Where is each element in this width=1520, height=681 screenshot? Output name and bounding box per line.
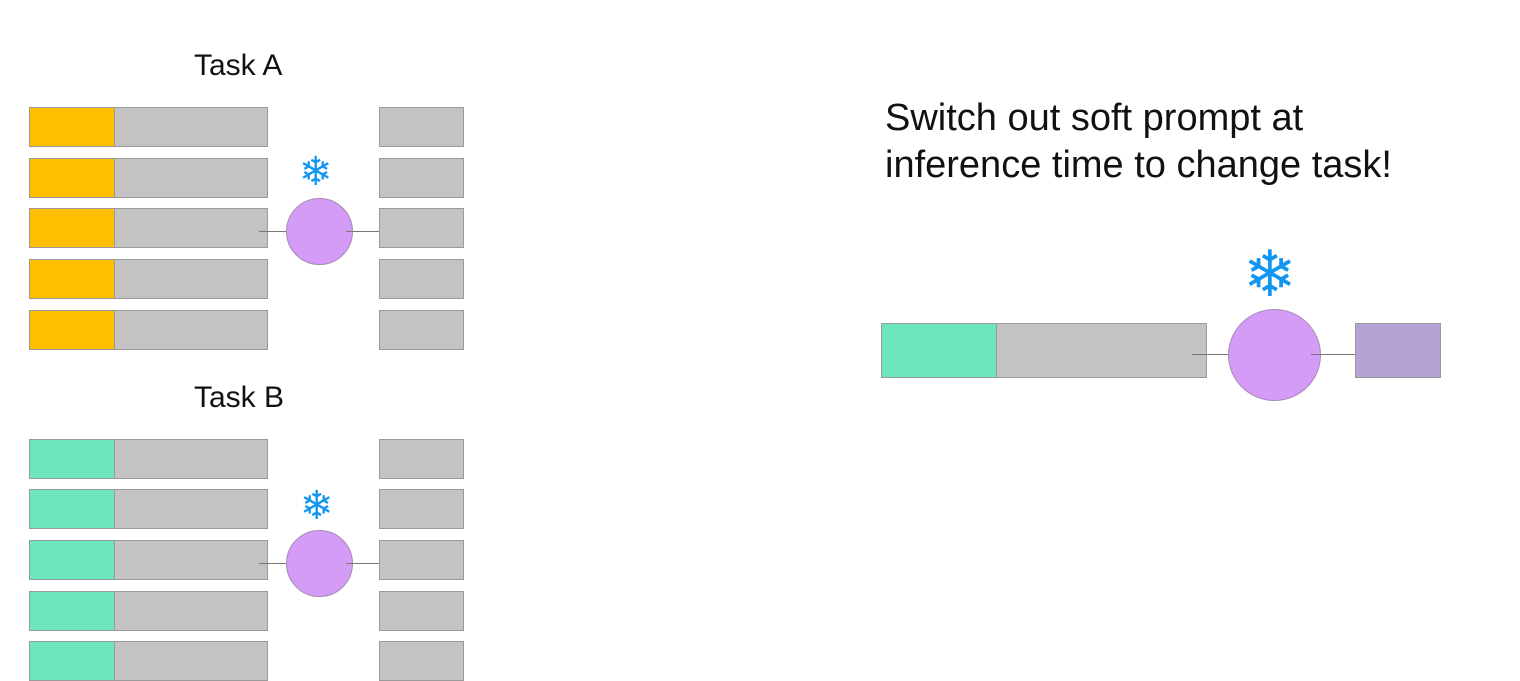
soft-prompt-b bbox=[30, 592, 115, 630]
task-b-model-circle bbox=[286, 530, 353, 597]
task-b-output-box bbox=[379, 540, 464, 580]
inference-soft-prompt bbox=[882, 324, 997, 377]
soft-prompt-a bbox=[30, 260, 115, 298]
task-a-input-row bbox=[29, 208, 268, 248]
task-b-output-box bbox=[379, 489, 464, 529]
task-a-model-circle bbox=[286, 198, 353, 265]
task-a-output-box bbox=[379, 208, 464, 248]
soft-prompt-a bbox=[30, 209, 115, 247]
soft-prompt-a bbox=[30, 108, 115, 146]
task-b-output-box bbox=[379, 641, 464, 681]
task-a-snowflake-icon: ❄ bbox=[299, 149, 333, 195]
task-a-output-box bbox=[379, 259, 464, 299]
task-a-output-box bbox=[379, 310, 464, 350]
soft-prompt-b bbox=[30, 642, 115, 680]
task-a-title: Task A bbox=[194, 49, 283, 82]
task-a-output-box bbox=[379, 107, 464, 147]
inference-snowflake-icon: ❄ bbox=[1243, 238, 1297, 312]
caption-line-1: Switch out soft prompt at bbox=[885, 97, 1304, 139]
soft-prompt-b bbox=[30, 440, 115, 478]
task-b-snowflake-icon: ❄ bbox=[300, 483, 334, 529]
task-b-input-row bbox=[29, 439, 268, 479]
inference-model-circle bbox=[1228, 309, 1321, 401]
soft-prompt-a bbox=[30, 311, 115, 349]
task-b-output-box bbox=[379, 439, 464, 479]
task-a-output-line bbox=[346, 231, 380, 232]
task-b-input-row bbox=[29, 540, 268, 580]
task-a-input-row bbox=[29, 259, 268, 299]
task-b-title: Task B bbox=[194, 381, 285, 414]
task-b-input-row bbox=[29, 489, 268, 529]
caption-line-2: inference time to change task! bbox=[885, 144, 1392, 186]
task-b-input-row bbox=[29, 641, 268, 681]
soft-prompt-a bbox=[30, 159, 115, 197]
task-a-input-row bbox=[29, 310, 268, 350]
task-b-input-row bbox=[29, 591, 268, 631]
task-a-input-row bbox=[29, 107, 268, 147]
soft-prompt-b bbox=[30, 490, 115, 528]
task-a-input-row bbox=[29, 158, 268, 198]
task-b-output-line bbox=[346, 563, 380, 564]
caption: Switch out soft prompt at inference time… bbox=[885, 95, 1392, 189]
soft-prompt-b bbox=[30, 541, 115, 579]
task-a-output-box bbox=[379, 158, 464, 198]
task-b-output-box bbox=[379, 591, 464, 631]
inference-output-box bbox=[1355, 323, 1441, 378]
inference-input-bar bbox=[881, 323, 1207, 378]
